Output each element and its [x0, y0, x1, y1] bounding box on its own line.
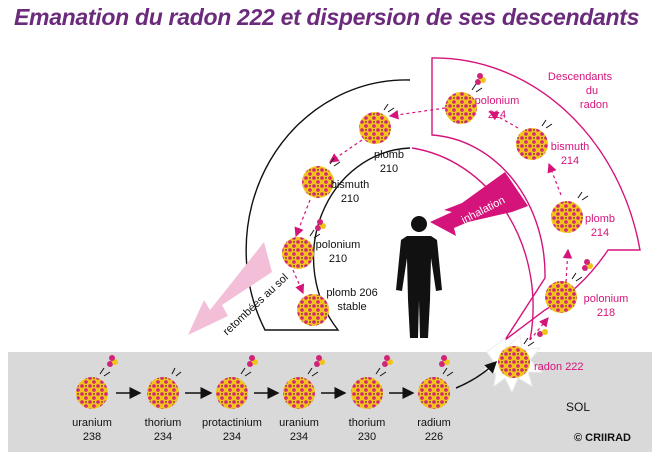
descendant-arrows [292, 107, 573, 341]
label-polonium-218-name: polonium [584, 293, 629, 305]
inhalation-arrow [430, 172, 528, 236]
label-plomb-210-number: 210 [380, 163, 398, 175]
label-uranium-238-number: 238 [83, 431, 101, 443]
label-polonium-218-number: 218 [597, 307, 615, 319]
emission-marks [99, 83, 589, 377]
atom-radium-226 [418, 377, 450, 409]
descendants-title-line1: Descendants [548, 71, 613, 83]
page-title: Emanation du radon 222 et dispersion de … [14, 4, 640, 30]
label-thorium-230-number: 230 [358, 431, 376, 443]
inner-magenta-arc [411, 147, 534, 341]
atom-bismuth-210 [302, 166, 334, 198]
label-bismuth-210-number: 210 [341, 193, 359, 205]
atom-protactinium-234 [216, 377, 248, 409]
atom-uranium-234 [283, 377, 315, 409]
label-thorium-230-name: thorium [349, 417, 386, 429]
ground-band [8, 352, 652, 452]
label-plomb-206-number: stable [337, 301, 366, 313]
label-plomb-210-name: plomb [374, 149, 404, 161]
atom-polonium-210 [282, 237, 314, 269]
label-radon-222: radon 222 [534, 361, 584, 373]
label-uranium-234-number: 234 [290, 431, 308, 443]
label-polonium-210-name: polonium [316, 239, 361, 251]
atom-thorium-230 [351, 377, 383, 409]
atom-polonium-218 [545, 281, 577, 313]
ground-label: SOL [566, 400, 590, 414]
atom-plomb-210 [359, 112, 391, 144]
label-radium-226-name: radium [417, 417, 451, 429]
descendants-title-line2: du [586, 85, 598, 97]
label-bismuth-214-number: 214 [561, 155, 579, 167]
label-plomb-206-name: plomb 206 [326, 287, 377, 299]
label-protactinium-234-number: 234 [223, 431, 241, 443]
atom-plomb-206 [297, 294, 329, 326]
alpha-particles [107, 73, 593, 367]
label-bismuth-214-name: bismuth [551, 141, 590, 153]
atom-bismuth-214 [516, 128, 548, 160]
fallout-arrow [188, 242, 272, 335]
copyright: © CRIIRAD [574, 432, 631, 444]
label-plomb-214-number: 214 [591, 227, 609, 239]
label-polonium-210-number: 210 [329, 253, 347, 265]
atom-radon-222 [498, 346, 530, 378]
atom-polonium-214 [445, 92, 477, 124]
label-polonium-214-number: 214 [488, 109, 506, 121]
label-radium-226-number: 226 [425, 431, 443, 443]
label-protactinium-234-name: protactinium [202, 417, 262, 429]
label-plomb-214-name: plomb [585, 213, 615, 225]
descendants-title-line3: radon [580, 99, 608, 111]
label-bismuth-210-name: bismuth [331, 179, 370, 191]
person-silhouette [396, 216, 442, 338]
atom-uranium-238 [76, 377, 108, 409]
atom-plomb-214 [551, 201, 583, 233]
label-thorium-234-name: thorium [145, 417, 182, 429]
descendants-arc [431, 57, 641, 341]
fallout-arc [245, 79, 411, 331]
label-polonium-214-name: polonium [475, 95, 520, 107]
label-thorium-234-number: 234 [154, 431, 172, 443]
label-uranium-238-name: uranium [72, 417, 112, 429]
atom-thorium-234 [147, 377, 179, 409]
label-uranium-234-name: uranium [279, 417, 319, 429]
ground-arrows [116, 360, 498, 399]
